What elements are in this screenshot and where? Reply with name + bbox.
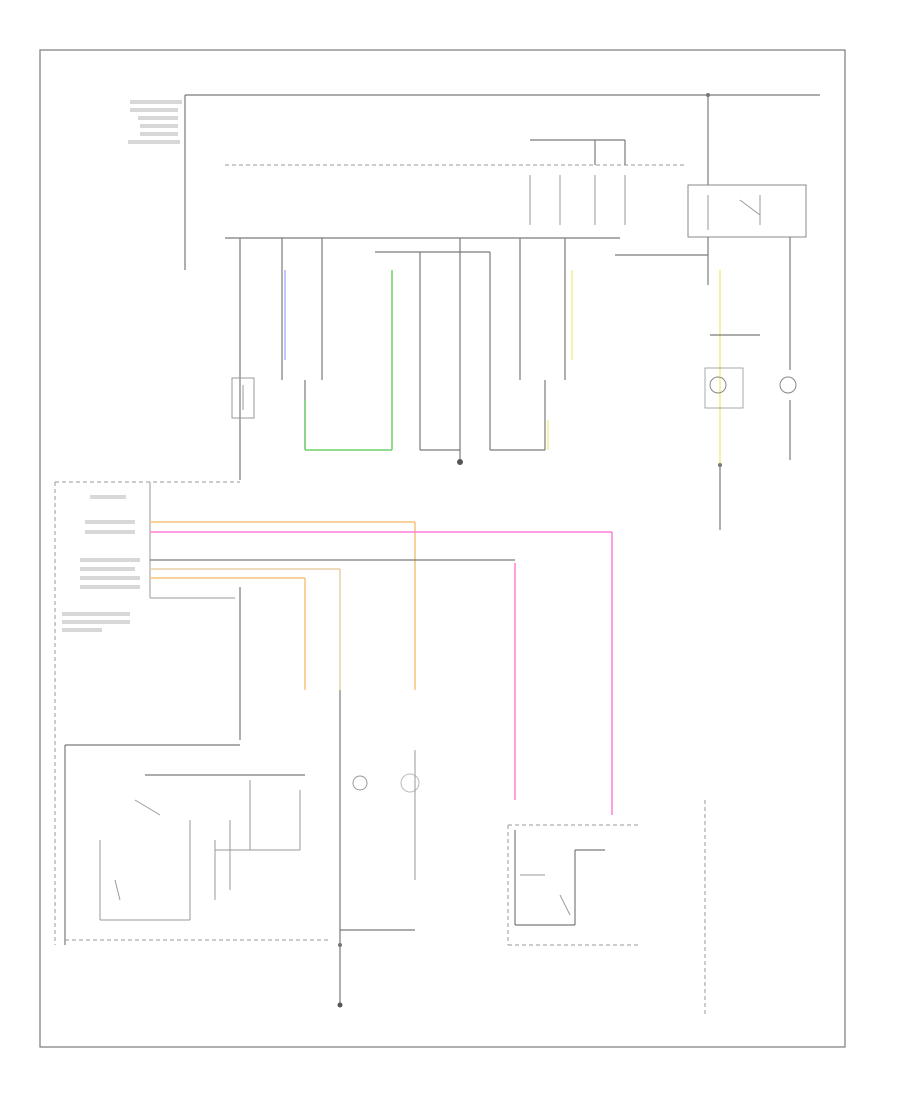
underhood-fuse-label-block <box>128 100 182 144</box>
fuse-group-right <box>529 139 626 225</box>
dimmer-switch-box <box>507 824 640 946</box>
relay-box <box>615 184 807 285</box>
headlamp-switch-assembly <box>64 744 330 945</box>
bcm-pin-labels <box>62 495 140 632</box>
center-lamp-ground <box>337 690 420 1008</box>
power-bus-top <box>184 93 820 270</box>
lamp-pair-right <box>704 285 797 530</box>
circuit-verticals <box>239 238 566 480</box>
diagram-border <box>39 49 846 1048</box>
body-control-module-box <box>54 481 240 945</box>
relay-component-left <box>231 377 255 419</box>
ground-splice-dot <box>457 459 463 465</box>
